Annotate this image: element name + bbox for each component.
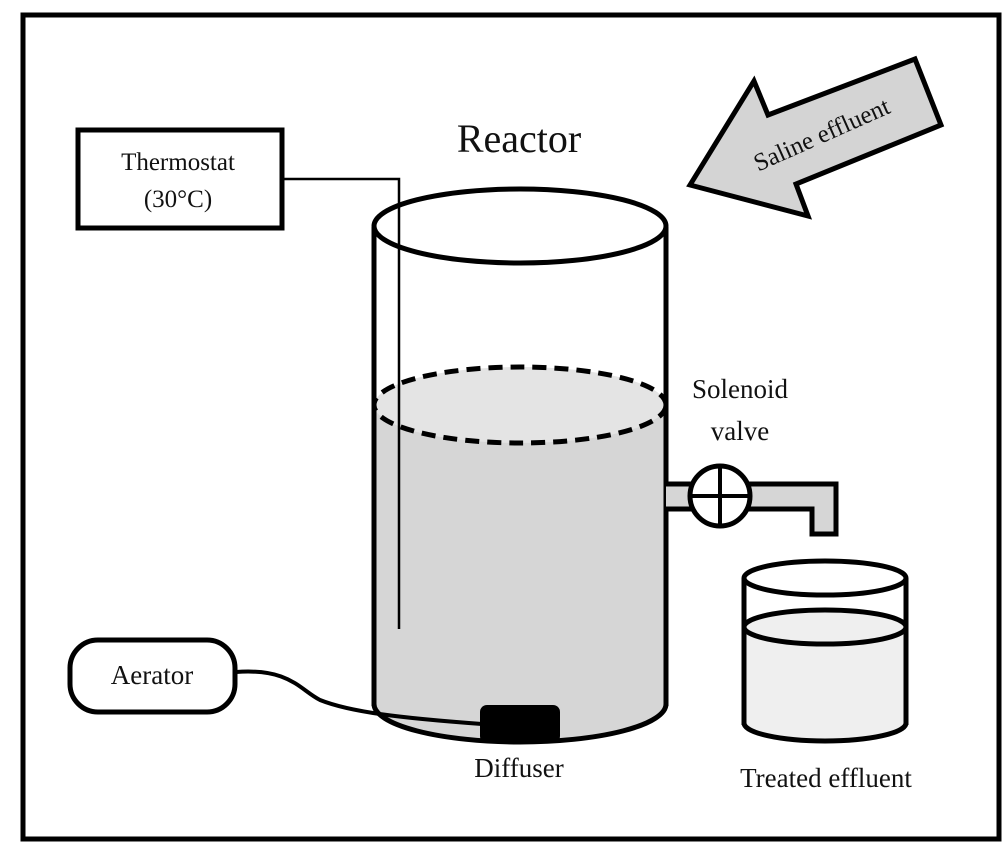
thermostat-box	[75, 127, 285, 231]
treated-effluent-label: Treated effluent	[740, 763, 912, 793]
reactor-label: Reactor	[457, 116, 581, 161]
reactor-liquid-surface	[371, 364, 669, 446]
reactor	[371, 186, 669, 745]
solenoid-valve-label: Solenoid	[692, 374, 789, 404]
beaker-rim	[741, 558, 909, 598]
arrow-shape	[686, 55, 945, 220]
thermostat: Thermostat (30°C)	[75, 127, 285, 231]
thermostat-setpoint: (30°C)	[144, 186, 212, 213]
diffuser	[480, 705, 560, 743]
aerator-box	[67, 637, 238, 715]
thermostat-label: Thermostat	[121, 149, 235, 176]
aerator: Aerator	[67, 637, 238, 715]
treated-effluent-beaker	[741, 558, 909, 744]
outlet-pipe-inner	[666, 484, 690, 509]
solenoid-valve-assembly	[666, 463, 839, 537]
diffuser-label: Diffuser	[474, 753, 563, 783]
air-supply-tube	[235, 669, 483, 726]
reactor-top-rim	[371, 186, 669, 266]
reactor-liquid	[374, 405, 666, 743]
aerator-label: Aerator	[111, 660, 193, 690]
beaker-liquid	[744, 627, 906, 742]
beaker-liquid-surface	[741, 607, 909, 647]
thermostat-probe-wire	[284, 177, 401, 629]
beaker-bottom	[741, 722, 909, 744]
outlet-spout	[748, 481, 839, 537]
saline-effluent-arrow: Saline effluent	[686, 55, 945, 220]
solenoid-valve-label-line2: valve	[711, 416, 769, 446]
